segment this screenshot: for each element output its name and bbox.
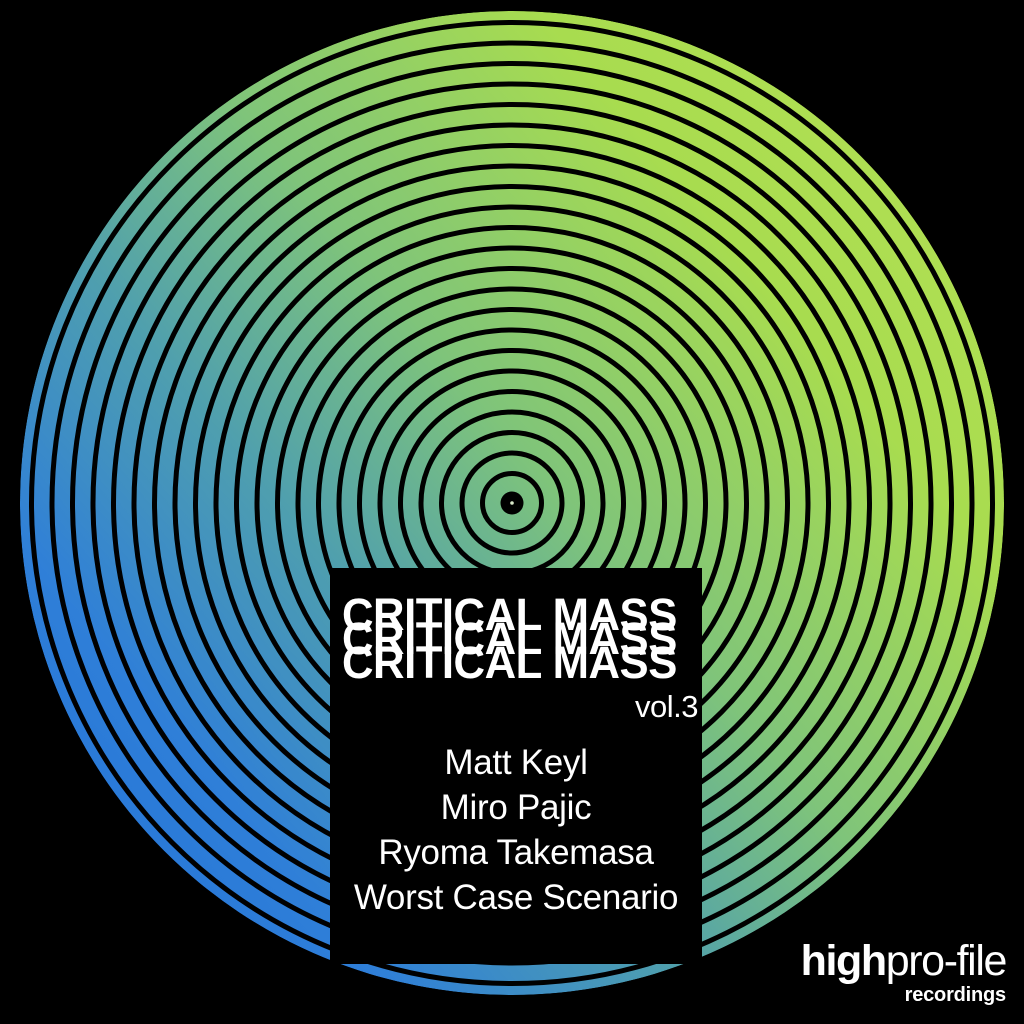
- artist-name: Miro Pajic: [440, 788, 592, 827]
- ring-line: [459, 450, 565, 556]
- volume-label: vol.3: [635, 689, 698, 724]
- label-logo-subtitle: recordings: [904, 984, 1007, 1006]
- artist-name: Worst Case Scenario: [353, 878, 679, 917]
- label-logo-high: high: [800, 937, 888, 985]
- spindle-speck: [510, 501, 514, 505]
- record-label-logo: highpro-file recordings: [800, 937, 1008, 1006]
- artist-name: Matt Keyl: [444, 743, 588, 782]
- artist-list: Matt Keyl Miro Pajic Ryoma Takemasa Wors…: [318, 740, 714, 920]
- label-logo-profile: pro-file: [885, 937, 1008, 985]
- title-panel: [330, 568, 702, 964]
- artist-name: Ryoma Takemasa: [378, 833, 654, 872]
- ring-line: [29, 20, 995, 986]
- label-logo-wordmark: highpro-file: [800, 937, 1008, 985]
- ring-line: [480, 471, 544, 535]
